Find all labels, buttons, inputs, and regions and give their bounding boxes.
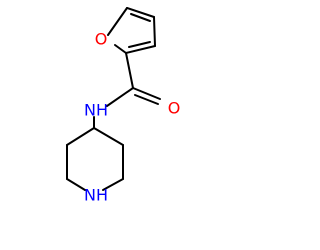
bond <box>153 16 156 47</box>
piperidine-ring <box>66 127 124 191</box>
bond <box>134 94 159 105</box>
bond <box>126 7 155 18</box>
bond <box>114 44 127 54</box>
amide-linkage <box>93 52 161 129</box>
bond <box>125 52 134 89</box>
bond <box>128 41 151 48</box>
bond <box>130 13 151 22</box>
furan-ring <box>107 7 156 54</box>
bond <box>66 127 95 146</box>
piperidine-nitrogen-label: NH <box>84 186 108 205</box>
bond <box>125 45 156 54</box>
amide-nitrogen-label: NH <box>84 101 108 120</box>
carbonyl-oxygen-label: O <box>168 99 181 118</box>
bond <box>66 178 86 191</box>
molecule-structure: O O NH NH <box>66 7 181 205</box>
bond <box>132 87 161 100</box>
bond <box>107 7 128 36</box>
bond <box>102 178 124 191</box>
bond <box>106 87 134 107</box>
ring-oxygen-label: O <box>95 30 108 49</box>
bond <box>93 127 124 146</box>
